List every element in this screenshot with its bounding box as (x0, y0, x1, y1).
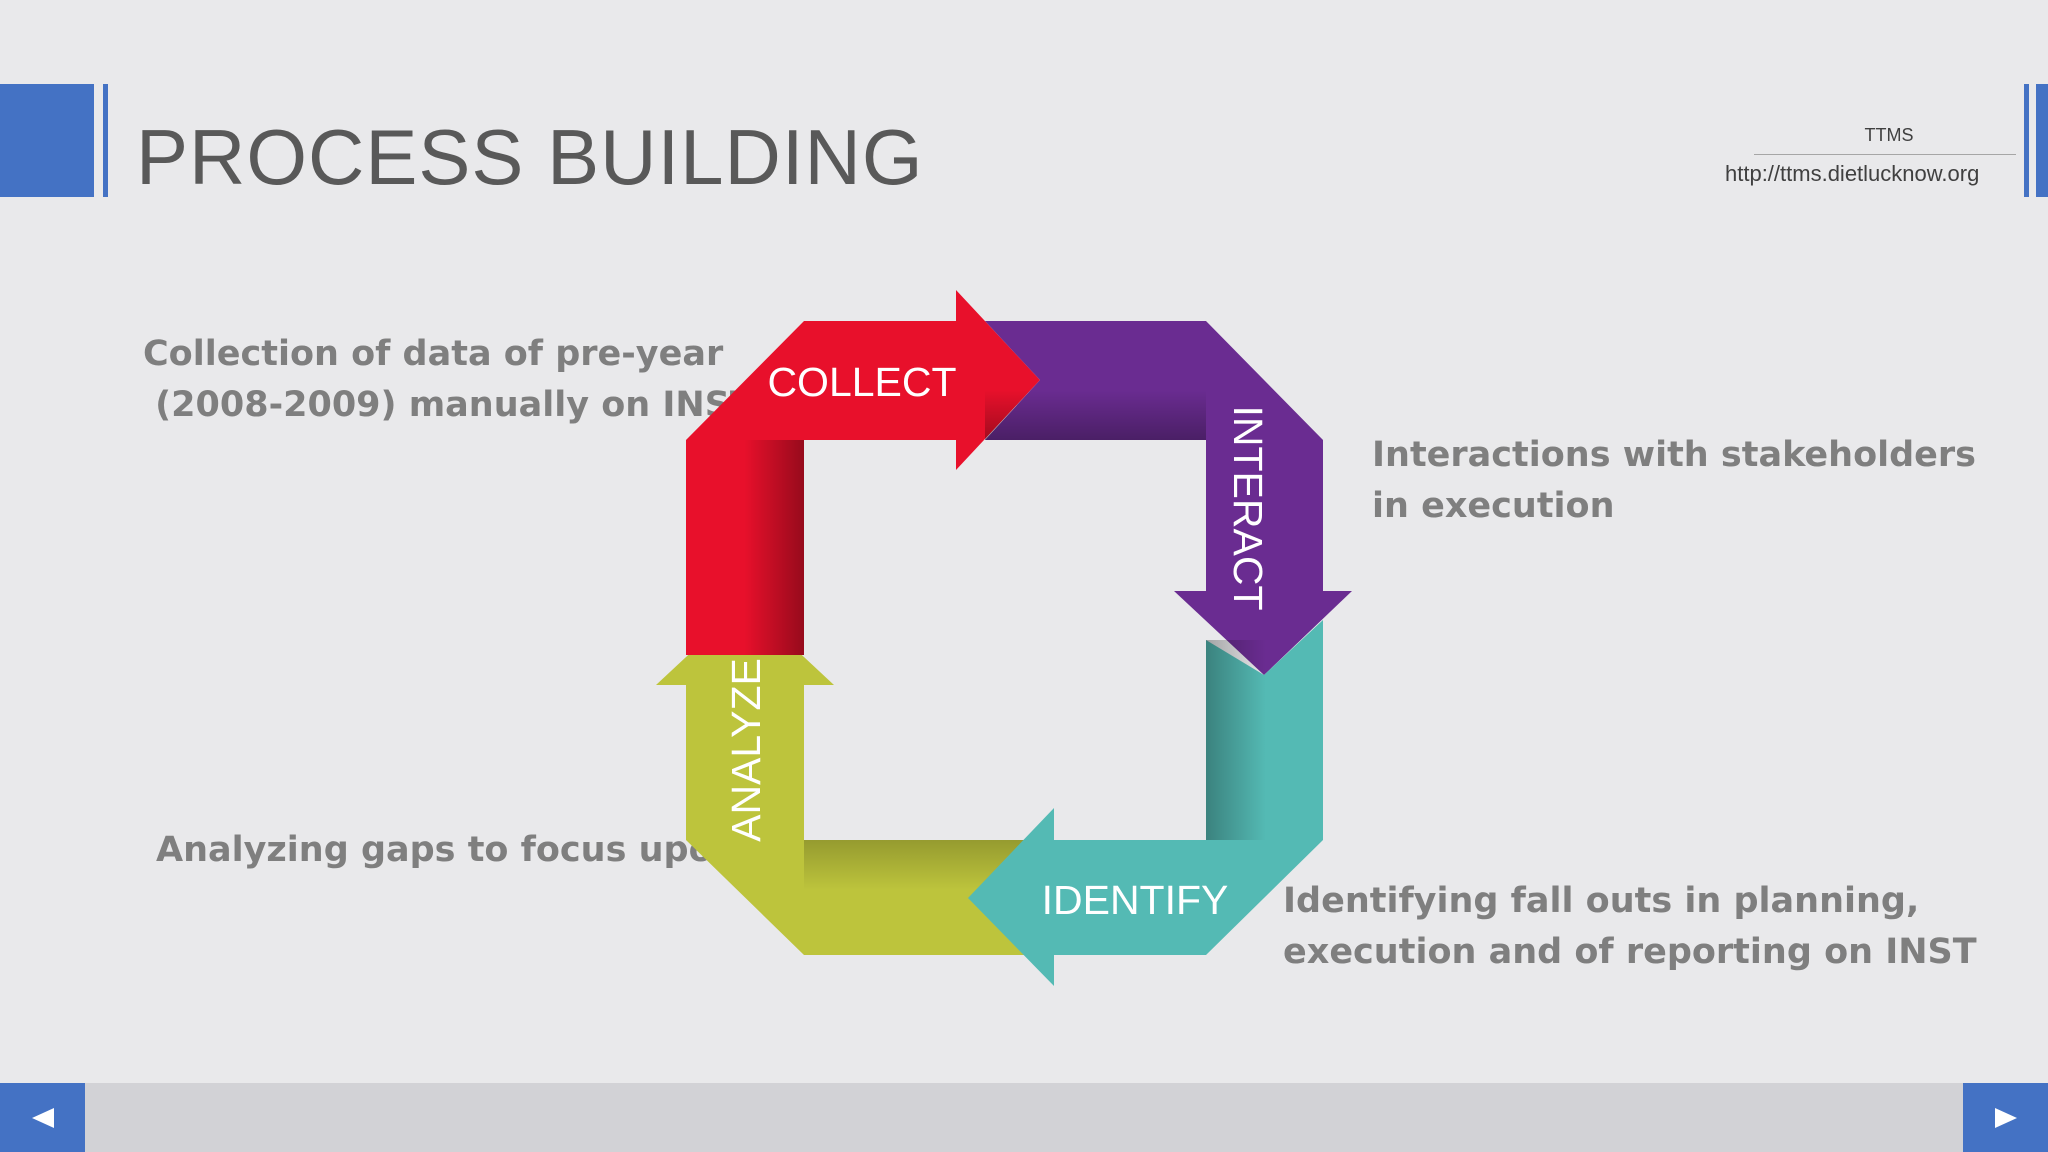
interact-description-line: Interactions with stakeholders (1372, 435, 1977, 475)
identify-description-line: Identifying fall outs in planning, (1283, 881, 1920, 921)
interact-description-line: in execution (1372, 486, 1615, 526)
analyze-description: Analyzing gaps to focus upon (156, 825, 738, 876)
footer-bar (0, 1083, 2048, 1152)
brand-divider (1754, 154, 2016, 155)
analyze-description-line: Analyzing gaps to focus upon (156, 830, 738, 870)
identify-label: IDENTIFY (1042, 877, 1229, 923)
identify-description: Identifying fall outs in planning, execu… (1283, 876, 1977, 978)
collect-arrow-body (686, 290, 1040, 655)
next-slide-button[interactable] (1963, 1083, 2048, 1152)
collect-description: Collection of data of pre-year (2008-200… (143, 329, 754, 431)
header-accent-bar (103, 84, 108, 197)
interact-description: Interactions with stakeholders in execut… (1372, 430, 1976, 532)
page-title: PROCESS BUILDING (136, 113, 924, 201)
interact-arrow-body (985, 321, 1352, 675)
identify-arrow-shade (1206, 640, 1266, 840)
collect-label: COLLECT (767, 359, 956, 405)
previous-slide-button[interactable] (0, 1083, 85, 1152)
site-url: http://ttms.dietlucknow.org (1725, 161, 1980, 186)
analyze-label: ANALYZE (723, 658, 769, 842)
header-accent-block-right (2036, 84, 2048, 197)
collect-arrow-shade (744, 440, 804, 655)
triangle-right-icon (1994, 1107, 2017, 1128)
header-accent-block (0, 84, 94, 197)
collect-description-line: (2008-2009) manually on INST (143, 385, 754, 425)
header-accent-bar-right (2024, 84, 2029, 197)
identify-arrow-body (968, 620, 1323, 986)
collect-description-line: Collection of data of pre-year (143, 334, 724, 374)
brand-label: TTMS (1864, 125, 1914, 145)
identify-description-line: execution and of reporting on INST (1283, 932, 1977, 972)
interact-label: INTERACT (1225, 406, 1271, 611)
interact-arrow-shade (985, 390, 1206, 440)
triangle-left-icon (31, 1107, 54, 1128)
